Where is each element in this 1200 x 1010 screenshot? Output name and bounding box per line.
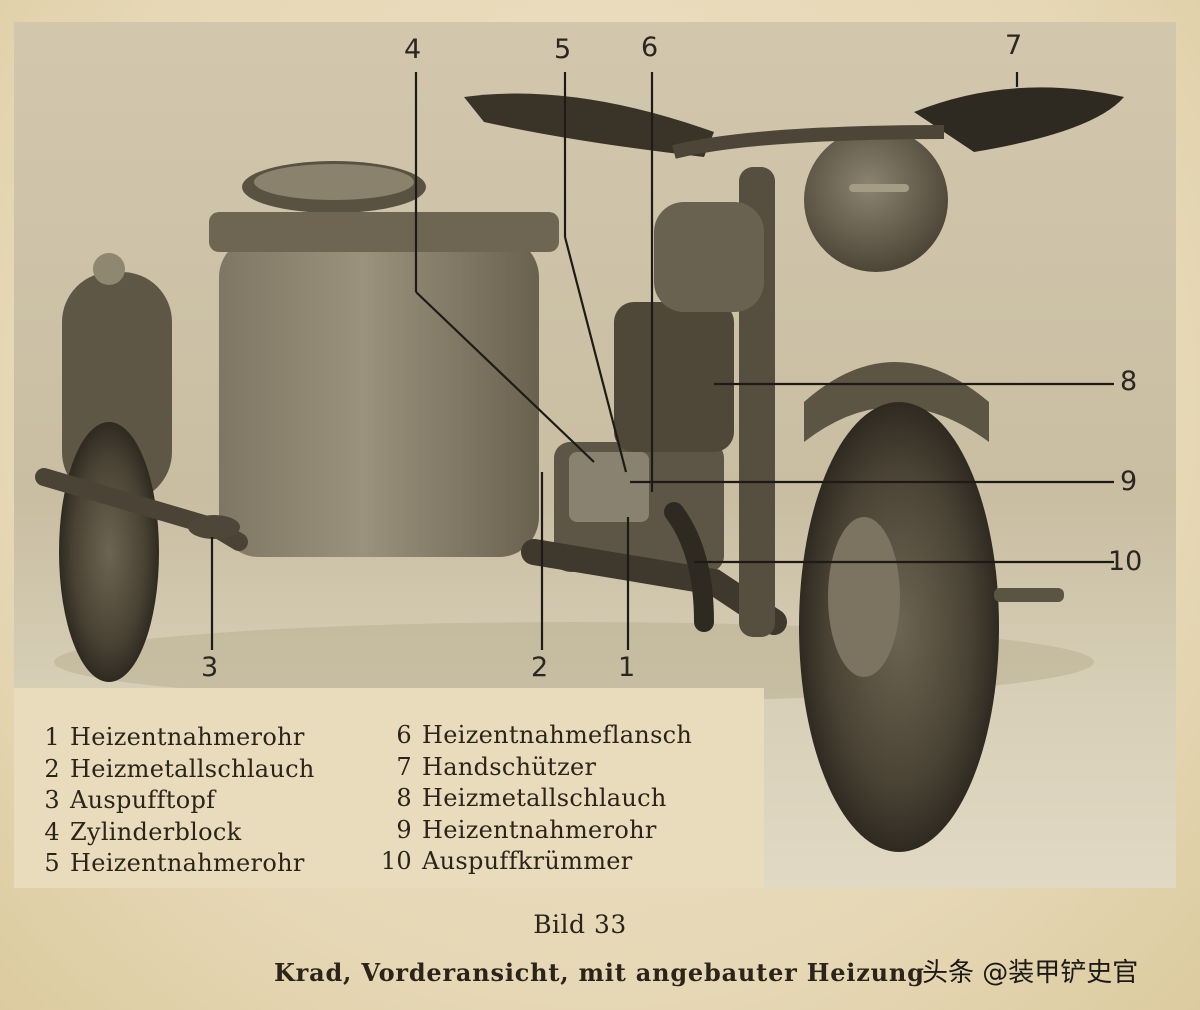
legend-item: 3 Auspufftopf (30, 785, 315, 817)
callout-6: 6 (641, 32, 659, 63)
legend-item: 6 Heizentnahmeflansch (372, 720, 692, 752)
callout-5: 5 (554, 34, 572, 65)
legend-label: Auspuffkrümmer (422, 847, 633, 875)
figure-caption: Krad, Vorderansicht, mit angebauter Heiz… (274, 958, 925, 987)
legend-background (14, 688, 764, 888)
legend-item: 1 Heizentnahmerohr (30, 722, 315, 754)
legend-item: 4 Zylinderblock (30, 817, 315, 849)
legend-number: 2 (44, 754, 60, 783)
leader-lines (210, 72, 1114, 650)
legend-item: 10 Auspuffkrümmer (372, 846, 692, 878)
legend-number: 3 (44, 786, 60, 814)
legend-item: 5 Heizentnahmerohr (30, 848, 315, 880)
callout-10: 10 (1108, 546, 1143, 577)
callout-2: 2 (531, 652, 549, 683)
legend-number: 5 (44, 849, 60, 877)
legend-item: 7 Handschützer (372, 752, 692, 784)
legend-number: 7 (396, 752, 412, 781)
legend-label: Heizentnahmerohr (422, 815, 657, 844)
legend-label: Heizmetallschlauch (70, 754, 315, 783)
legend-label: Auspufftopf (70, 786, 216, 814)
legend-number: 9 (396, 815, 412, 844)
legend-item: 8 Heizmetallschlauch (372, 783, 692, 815)
watermark: 头条 @装甲铲史官 (922, 958, 1139, 988)
legend-label: Handschützer (422, 752, 597, 781)
callout-4: 4 (404, 34, 422, 65)
legend-number: 10 (380, 847, 412, 875)
callout-3: 3 (201, 652, 219, 683)
legend-label: Heizentnahmerohr (70, 723, 305, 751)
legend-item: 2 Heizmetallschlauch (30, 754, 315, 786)
legend-item: 9 Heizentnahmerohr (372, 815, 692, 847)
callout-8: 8 (1120, 366, 1138, 397)
callout-7: 7 (1005, 30, 1023, 61)
callout-1: 1 (618, 652, 636, 683)
legend-label: Heizentnahmeflansch (422, 721, 693, 749)
legend-number: 4 (44, 817, 60, 846)
legend-label: Heizentnahmerohr (70, 849, 305, 877)
motorcycle-illustration (35, 72, 1124, 852)
legend-label: Heizmetallschlauch (422, 784, 667, 812)
figure-number: Bild 33 (533, 910, 627, 939)
legend-number: 1 (44, 723, 60, 751)
legend-number: 8 (396, 784, 412, 812)
callout-9: 9 (1120, 466, 1138, 497)
legend-label: Zylinderblock (70, 817, 242, 846)
legend-number: 6 (396, 721, 412, 749)
